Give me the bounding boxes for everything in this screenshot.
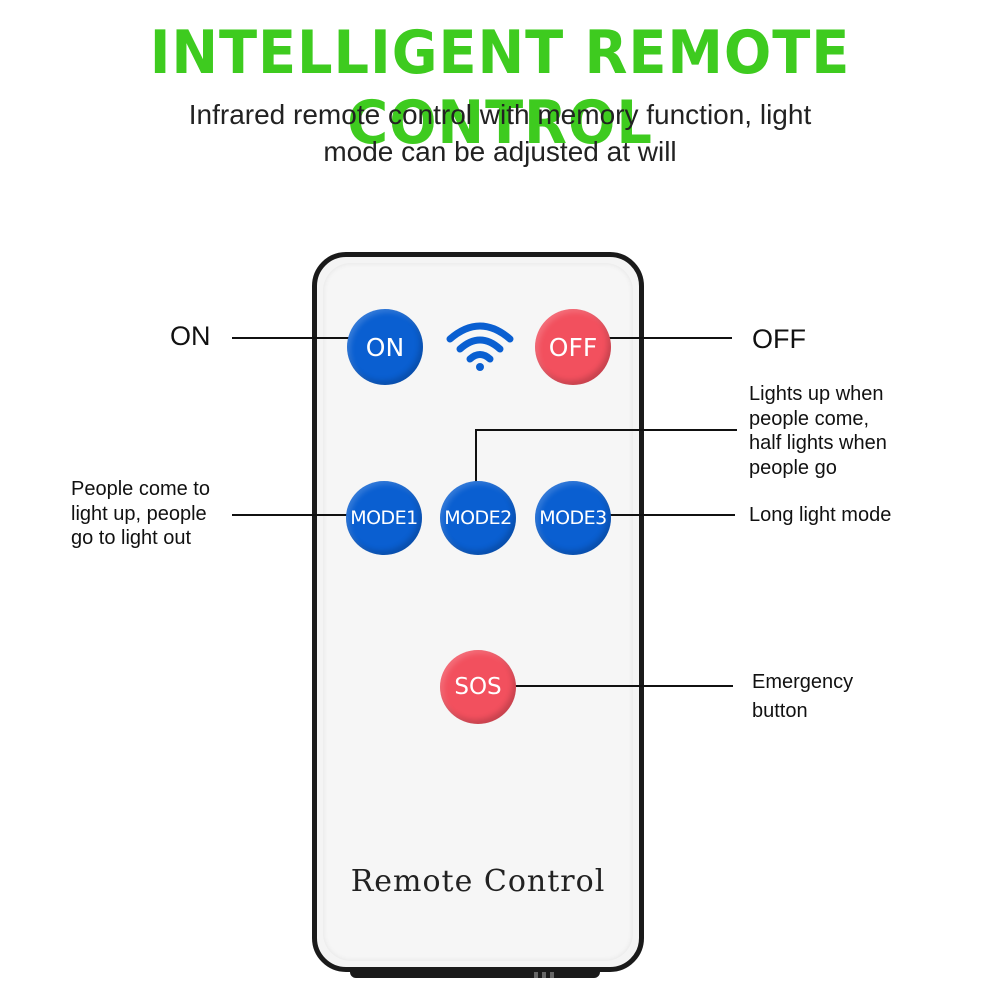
mode3-callout-line	[600, 514, 735, 516]
remote-label: Remote Control	[350, 864, 606, 899]
mode2-callout-line-text: half lights when	[749, 432, 887, 454]
mode3-button[interactable]: MODE3	[535, 481, 611, 555]
mode1-callout-line-text: light up, people	[71, 502, 207, 525]
mode2-callout-line-horizontal	[475, 429, 737, 431]
remote-ridge	[550, 972, 554, 978]
off-callout-line	[600, 337, 732, 339]
page-subtitle: Infrared remote control with memory func…	[120, 96, 880, 170]
page-title: INTELLIGENT REMOTE CONTROL	[149, 18, 851, 158]
mode1-callout-line-text: People come to	[71, 478, 210, 500]
remote-ridge	[542, 972, 546, 978]
on-callout: ON	[170, 321, 211, 351]
on-callout-line	[232, 337, 352, 339]
sos-callout: Emergency button	[752, 668, 853, 726]
sos-button[interactable]: SOS	[440, 650, 516, 724]
off-button[interactable]: OFF	[535, 309, 611, 385]
remote-ridge	[534, 972, 538, 978]
mode1-callout-line-text: go to light out	[71, 527, 192, 549]
mode2-callout-line-text: people come,	[749, 407, 870, 430]
mode3-callout: Long light mode	[749, 504, 892, 526]
subtitle-line: Infrared remote control with memory func…	[188, 99, 812, 130]
wifi-signal-icon	[446, 322, 514, 371]
mode2-callout-line-text: Lights up when	[749, 383, 884, 405]
sos-callout-line-text: button	[752, 700, 808, 722]
mode1-callout-line	[232, 514, 352, 516]
mode2-callout-line-vertical	[475, 430, 477, 485]
mode2-callout: Lights up when people come, half lights …	[749, 382, 887, 480]
remote-bottom-edge	[350, 968, 600, 978]
mode2-button[interactable]: MODE2	[440, 481, 516, 555]
mode1-button[interactable]: MODE1	[346, 481, 422, 555]
sos-callout-line-text: Emergency	[752, 671, 854, 693]
subtitle-line: mode can be adjusted at will	[323, 136, 677, 167]
sos-callout-line	[505, 685, 733, 687]
on-button[interactable]: ON	[347, 309, 423, 385]
off-callout: OFF	[752, 324, 806, 354]
mode1-callout: People come to light up, people go to li…	[71, 477, 210, 551]
mode2-callout-line-text: people go	[749, 456, 837, 479]
